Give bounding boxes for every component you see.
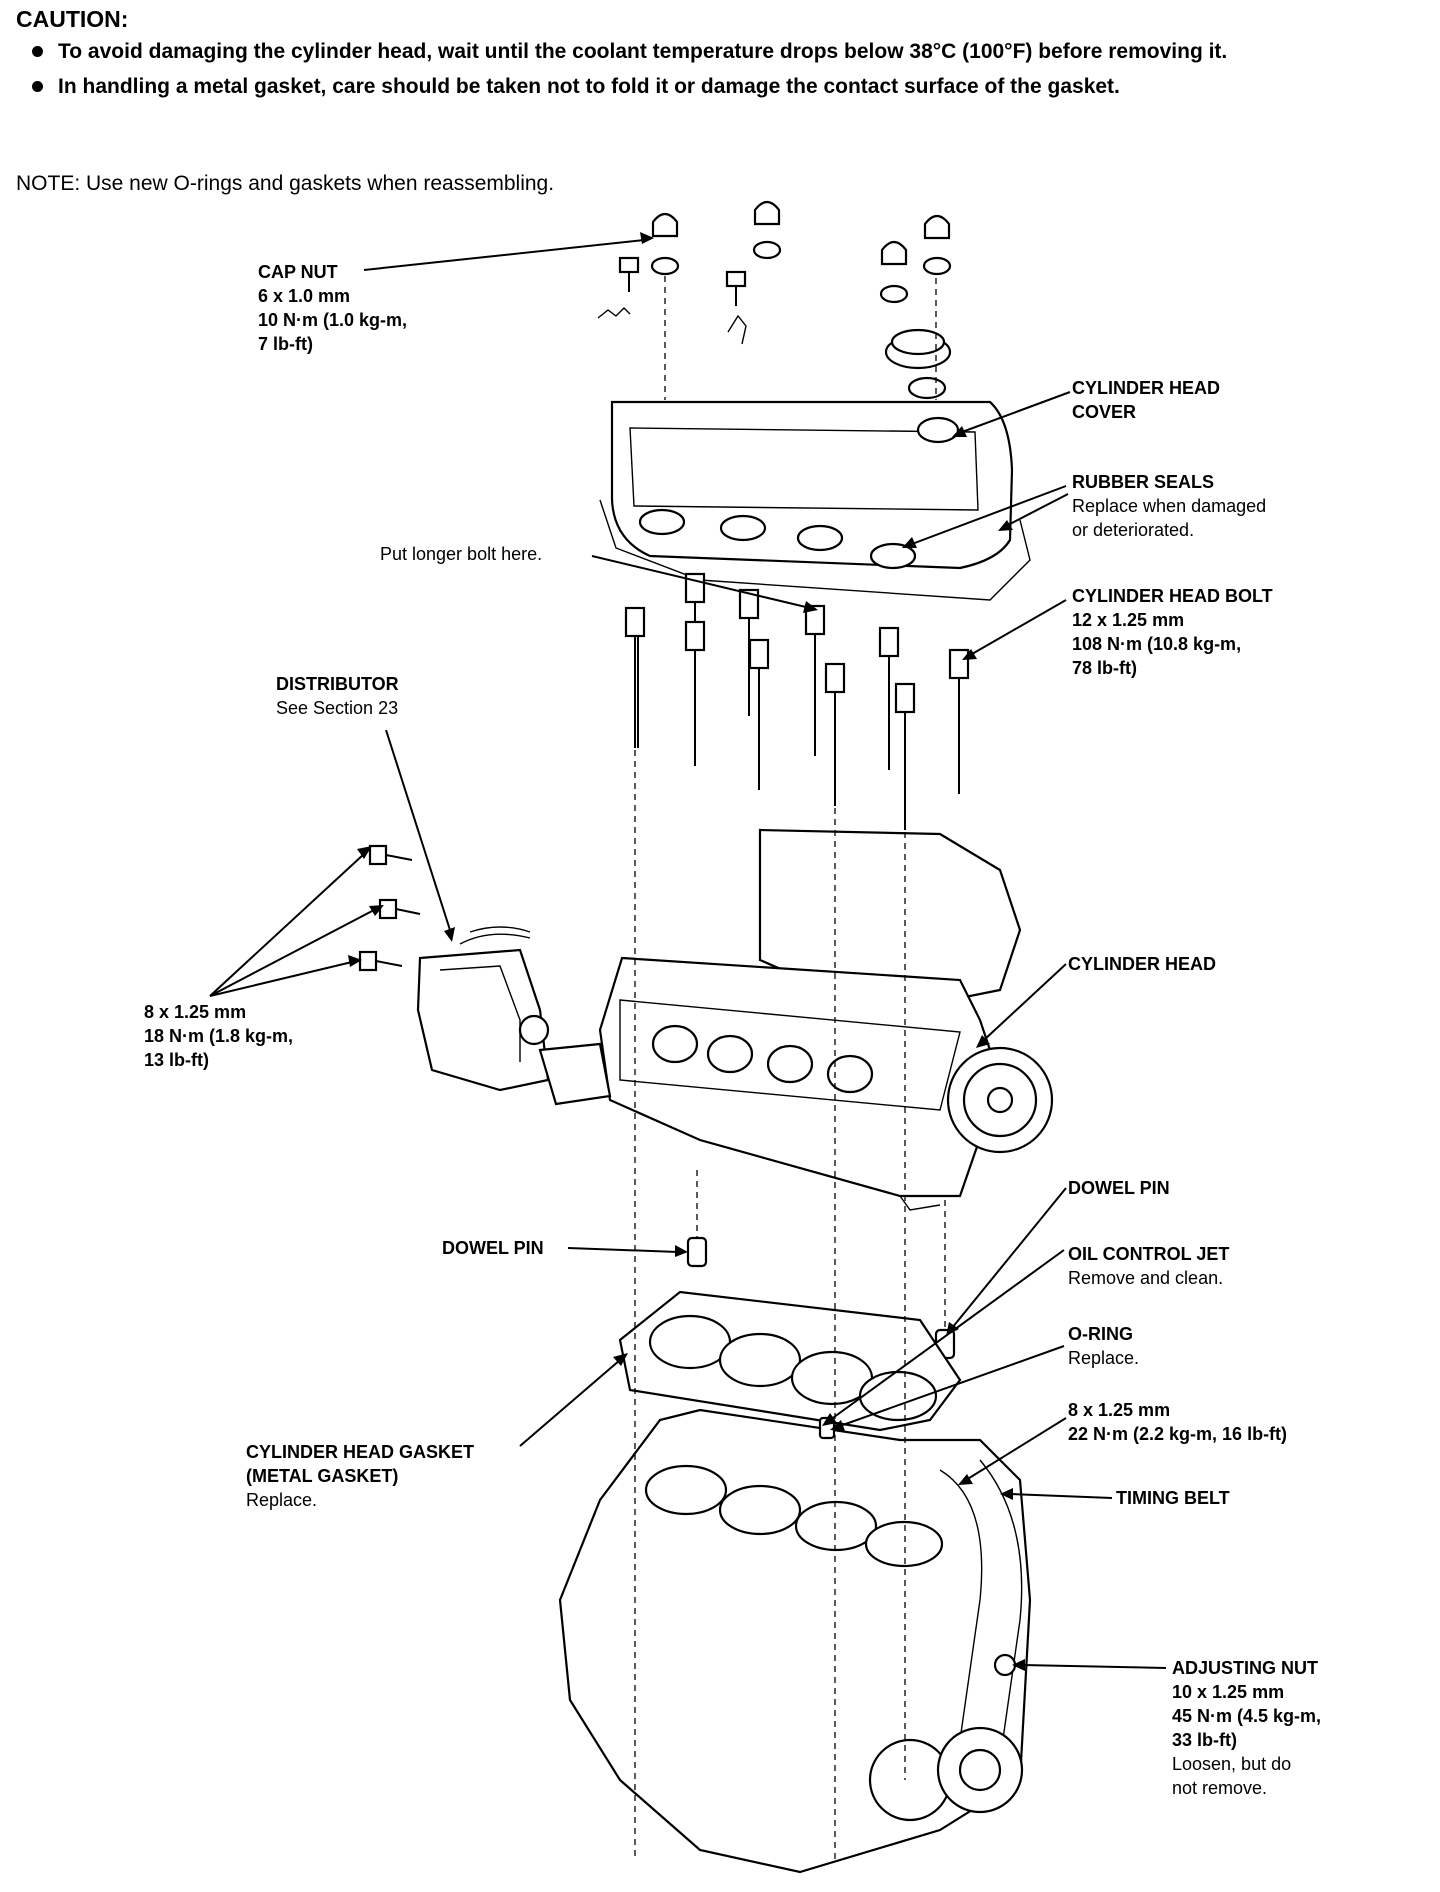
callout-cylinder-head-bolt: CYLINDER HEAD BOLT 12 x 1.25 mm 108 N·m … bbox=[1072, 584, 1273, 680]
jet-bolt-line-2: 22 N·m (2.2 kg-m, 16 lb-ft) bbox=[1068, 1424, 1288, 1444]
cylinder-head-title: CYLINDER HEAD bbox=[1068, 954, 1217, 974]
longer-bolt-text: Put longer bolt here. bbox=[380, 544, 543, 564]
callout-cylinder-head-gasket: CYLINDER HEAD GASKET (METAL GASKET) Repl… bbox=[246, 1440, 474, 1512]
head-bolt-line-1: 12 x 1.25 mm bbox=[1072, 610, 1185, 630]
cap-nut-line-3: 7 lb-ft) bbox=[258, 334, 313, 354]
oil-jet-line-1: Remove and clean. bbox=[1068, 1268, 1224, 1288]
cylinder-head-bolts-group bbox=[624, 572, 970, 830]
caution-text-gasket: In handling a metal gasket, care should … bbox=[58, 75, 1120, 98]
adjusting-nut-line-2: 45 N·m (4.5 kg-m, bbox=[1172, 1706, 1322, 1726]
cap-nut-title: CAP NUT bbox=[258, 262, 338, 282]
leader-lines bbox=[209, 232, 1167, 1671]
callout-adjusting-nut: ADJUSTING NUT 10 x 1.25 mm 45 N·m (4.5 k… bbox=[1172, 1656, 1321, 1800]
timing-belt-title: TIMING BELT bbox=[1116, 1488, 1230, 1508]
dowel-pin-right-title: DOWEL PIN bbox=[1068, 1178, 1170, 1198]
callout-timing-belt: TIMING BELT bbox=[1116, 1486, 1230, 1510]
caution-title: CAUTION: bbox=[16, 6, 129, 32]
caution-item-gasket: In handling a metal gasket, care should … bbox=[16, 72, 1426, 101]
callout-cylinder-head-cover: CYLINDER HEAD COVER bbox=[1072, 376, 1220, 424]
distributor-title: DISTRIBUTOR bbox=[276, 674, 399, 694]
head-gasket-line-2: Replace. bbox=[246, 1490, 318, 1510]
callout-distributor: DISTRIBUTOR See Section 23 bbox=[276, 672, 399, 720]
head-bolt-line-2: 108 N·m (10.8 kg-m, bbox=[1072, 634, 1242, 654]
head-gasket-line-1: (METAL GASKET) bbox=[246, 1466, 399, 1486]
dist-bolts-line-2: 18 N·m (1.8 kg-m, bbox=[144, 1026, 294, 1046]
head-gasket-title: CYLINDER HEAD GASKET bbox=[246, 1442, 475, 1462]
bullet-icon bbox=[32, 81, 43, 92]
distributor-line-1: See Section 23 bbox=[276, 698, 399, 718]
callout-distributor-bolts: 8 x 1.25 mm 18 N·m (1.8 kg-m, 13 lb-ft) bbox=[144, 1000, 293, 1072]
dowel-pin-left-title: DOWEL PIN bbox=[442, 1238, 544, 1258]
o-ring-line-1: Replace. bbox=[1068, 1348, 1140, 1368]
oil-jet-title: OIL CONTROL JET bbox=[1068, 1244, 1230, 1264]
callout-dowel-pin-left: DOWEL PIN bbox=[442, 1236, 544, 1260]
engine-block-shape bbox=[558, 1408, 1032, 1874]
cap-nut-line-1: 6 x 1.0 mm bbox=[258, 286, 351, 306]
head-bolt-title: CYLINDER HEAD BOLT bbox=[1072, 586, 1273, 606]
bullet-icon bbox=[32, 46, 43, 57]
callout-cap-nut: CAP NUT 6 x 1.0 mm 10 N·m (1.0 kg-m, 7 l… bbox=[258, 260, 407, 356]
adjusting-nut-line-5: not remove. bbox=[1172, 1778, 1268, 1798]
head-cover-title: CYLINDER HEAD bbox=[1072, 378, 1221, 398]
rubber-seals-line-1: Replace when damaged bbox=[1072, 496, 1267, 516]
note-text: NOTE: Use new O-rings and gaskets when r… bbox=[16, 172, 555, 195]
cylinder-head-cover-shape bbox=[599, 400, 1031, 601]
caution-block: CAUTION: To avoid damaging the cylinder … bbox=[16, 6, 1426, 107]
head-bolt-line-3: 78 lb-ft) bbox=[1072, 658, 1137, 678]
callout-o-ring: O-RING Replace. bbox=[1068, 1322, 1139, 1370]
rubber-seals-line-2: or deteriorated. bbox=[1072, 520, 1195, 540]
callout-dowel-pin-right: DOWEL PIN bbox=[1068, 1176, 1170, 1200]
cap-nut-line-2: 10 N·m (1.0 kg-m, bbox=[258, 310, 408, 330]
callout-longer-bolt: Put longer bolt here. bbox=[380, 542, 542, 566]
callout-cylinder-head: CYLINDER HEAD bbox=[1068, 952, 1216, 976]
adjusting-nut-title: ADJUSTING NUT bbox=[1172, 1658, 1319, 1678]
callout-jet-bolt: 8 x 1.25 mm 22 N·m (2.2 kg-m, 16 lb-ft) bbox=[1068, 1398, 1287, 1446]
alignment-lines bbox=[634, 276, 946, 1860]
adjusting-nut-line-1: 10 x 1.25 mm bbox=[1172, 1682, 1285, 1702]
jet-bolt-line-1: 8 x 1.25 mm bbox=[1068, 1400, 1171, 1420]
o-ring-title: O-RING bbox=[1068, 1324, 1133, 1344]
distributor-shape bbox=[358, 844, 550, 1092]
dist-bolts-line-3: 13 lb-ft) bbox=[144, 1050, 209, 1070]
cap-nuts-group bbox=[597, 200, 952, 400]
rubber-seals-title: RUBBER SEALS bbox=[1072, 472, 1215, 492]
callout-oil-control-jet: OIL CONTROL JET Remove and clean. bbox=[1068, 1242, 1229, 1290]
cylinder-head-shape bbox=[538, 828, 1054, 1211]
adjusting-nut-line-4: Loosen, but do bbox=[1172, 1754, 1292, 1774]
adjusting-nut-line-3: 33 lb-ft) bbox=[1172, 1730, 1237, 1750]
dist-bolts-line-1: 8 x 1.25 mm bbox=[144, 1002, 247, 1022]
callout-rubber-seals: RUBBER SEALS Replace when damaged or det… bbox=[1072, 470, 1266, 542]
head-cover-line-1: COVER bbox=[1072, 402, 1137, 422]
caution-text-coolant: To avoid damaging the cylinder head, wai… bbox=[58, 40, 1228, 63]
caution-item-coolant: To avoid damaging the cylinder head, wai… bbox=[16, 37, 1426, 66]
